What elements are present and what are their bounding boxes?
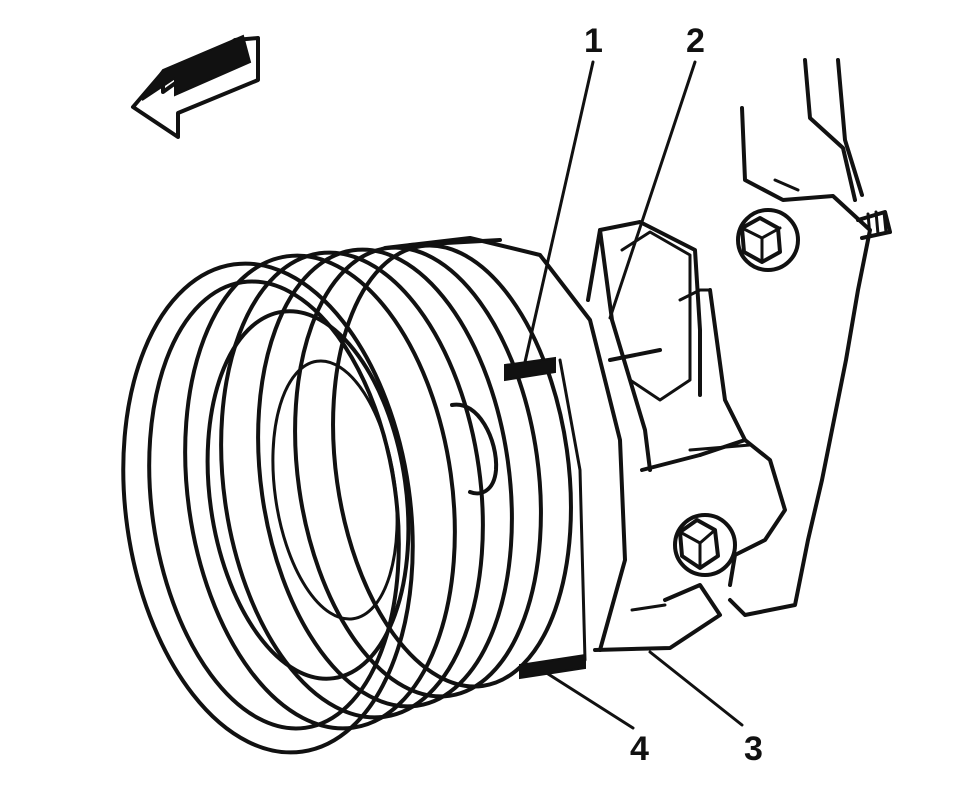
upper-bolt <box>736 208 800 272</box>
callout-3: 3 <box>744 730 763 768</box>
leader-line-1 <box>523 60 595 364</box>
pulley <box>121 236 627 755</box>
leader-line-4 <box>543 670 635 730</box>
leader-line-2 <box>608 60 697 320</box>
lower-bolt <box>673 513 737 577</box>
callout-2: 2 <box>686 22 705 60</box>
callout-4: 4 <box>630 730 649 768</box>
forward-arrow-icon <box>131 34 260 139</box>
mounting-bracket <box>586 58 892 652</box>
leader-line-3 <box>648 650 744 727</box>
callout-1: 1 <box>584 22 603 60</box>
leader-lines <box>523 60 744 730</box>
